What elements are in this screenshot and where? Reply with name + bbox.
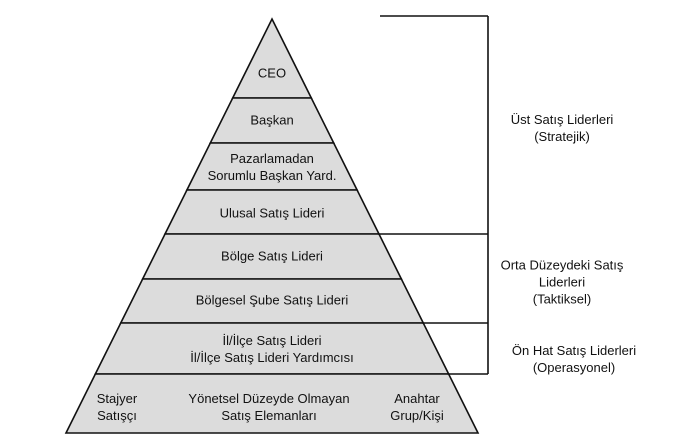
pyramid-level-label: İl/İlçe Satış Lideri Yardımcısı <box>190 350 354 365</box>
group-label: Üst Satış Liderleri <box>511 112 614 127</box>
group-label: Liderleri <box>539 275 585 290</box>
pyramid-level-label: Ulusal Satış Lideri <box>220 206 325 221</box>
pyramid-level-band <box>231 17 313 99</box>
base-label-key-account: Anahtar <box>394 391 440 406</box>
pyramid-level-label: Pazarlamadan <box>230 151 314 166</box>
group-label: Orta Düzeydeki Satış <box>501 258 624 273</box>
pyramid-level-label: Başkan <box>250 113 293 128</box>
group-label: (Stratejik) <box>534 129 590 144</box>
base-label-key-account: Grup/Kişi <box>390 408 444 423</box>
pyramid-level-label: Bölge Satış Lideri <box>221 249 323 264</box>
level-brackets <box>377 15 489 375</box>
pyramid-level-band <box>64 373 480 434</box>
group-label: Ön Hat Satış Liderleri <box>512 343 636 358</box>
pyramid-level-label: Sorumlu Başkan Yard. <box>208 168 337 183</box>
base-label-trainee: Stajyer <box>97 391 138 406</box>
pyramid-level-label: Bölgesel Şube Satış Lideri <box>196 293 349 308</box>
pyramid-level-label: İl/İlçe Satış Lideri <box>223 333 322 348</box>
pyramid-level-band <box>94 322 450 375</box>
base-label-non-managerial: Satış Elemanları <box>221 408 316 423</box>
base-label-non-managerial: Yönetsel Düzeyde Olmayan <box>188 391 349 406</box>
group-label: (Taktiksel) <box>533 292 592 307</box>
group-label: (Operasyonel) <box>533 360 615 375</box>
base-label-trainee: Satışçı <box>97 408 137 423</box>
pyramid-level-label: CEO <box>258 66 286 81</box>
